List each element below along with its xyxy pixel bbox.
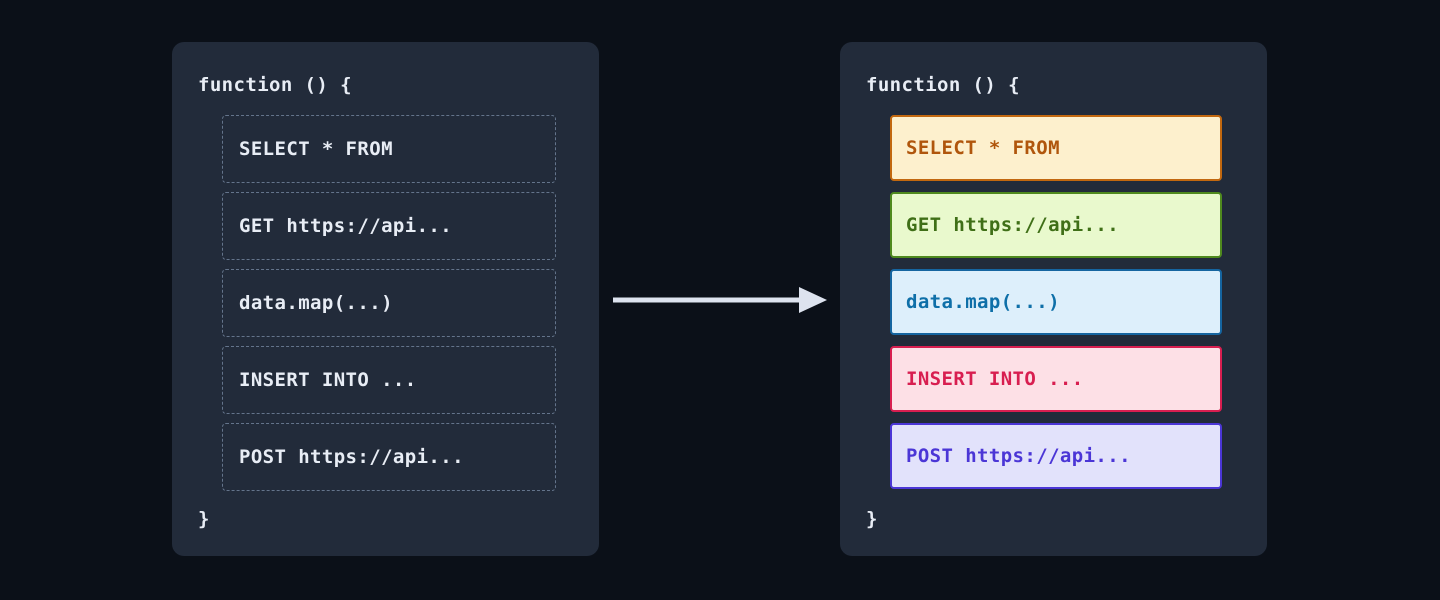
before-row-map[interactable]: data.map(...) (222, 269, 556, 337)
row-label: POST https://api... (906, 445, 1131, 467)
after-row-insert[interactable]: INSERT INTO ... (890, 346, 1222, 412)
row-label: data.map(...) (906, 291, 1060, 313)
function-close-line: } (198, 508, 210, 530)
row-label: GET https://api... (906, 214, 1120, 236)
after-row-map[interactable]: data.map(...) (890, 269, 1222, 335)
row-label: SELECT * FROM (906, 137, 1060, 159)
function-close-line: } (866, 508, 878, 530)
after-row-post[interactable]: POST https://api... (890, 423, 1222, 489)
row-label: GET https://api... (239, 215, 453, 237)
function-open-line: function () { (866, 74, 1020, 96)
row-label: POST https://api... (239, 446, 464, 468)
before-row-get[interactable]: GET https://api... (222, 192, 556, 260)
after-row-select[interactable]: SELECT * FROM (890, 115, 1222, 181)
arrow-right-icon (613, 287, 827, 313)
function-open-line: function () { (198, 74, 352, 96)
after-row-get[interactable]: GET https://api... (890, 192, 1222, 258)
before-panel: function () { SELECT * FROM GET https://… (172, 42, 599, 556)
row-label: INSERT INTO ... (239, 369, 417, 391)
row-label: data.map(...) (239, 292, 393, 314)
after-row-list: SELECT * FROM GET https://api... data.ma… (890, 115, 1224, 500)
transform-arrow (613, 283, 827, 317)
row-label: SELECT * FROM (239, 138, 393, 160)
after-panel: function () { SELECT * FROM GET https://… (840, 42, 1267, 556)
before-row-select[interactable]: SELECT * FROM (222, 115, 556, 183)
before-row-insert[interactable]: INSERT INTO ... (222, 346, 556, 414)
before-row-list: SELECT * FROM GET https://api... data.ma… (222, 115, 556, 500)
row-label: INSERT INTO ... (906, 368, 1084, 390)
before-row-post[interactable]: POST https://api... (222, 423, 556, 491)
